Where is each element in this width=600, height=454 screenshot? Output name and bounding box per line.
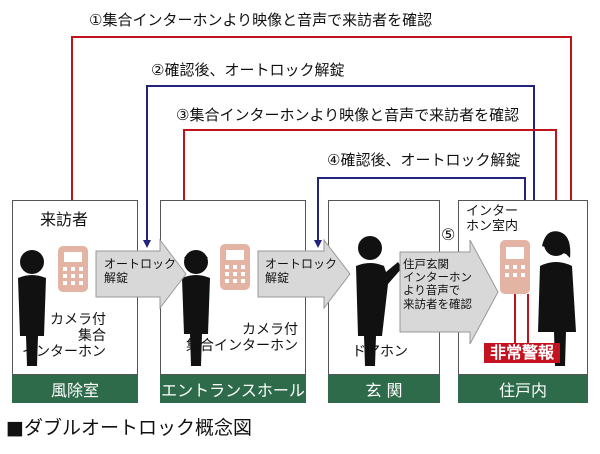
step1-label: ①集合インターホンより映像と音声で来訪者を確認 <box>86 11 436 30</box>
step3-line <box>183 129 560 226</box>
indoor-intercom-label: インター ホン室内 <box>466 204 519 234</box>
camera-intercom-1-label: カメラ付 集合 インターホン <box>22 312 106 361</box>
camera-intercom-2-label: カメラ付 集合インターホン <box>186 322 298 355</box>
step1-line <box>71 36 575 226</box>
zone-foyer: 風除室 <box>12 375 138 403</box>
autolock-1-label: オートロック 解錠 <box>104 257 177 285</box>
autolock-arrow-1 <box>95 238 187 310</box>
indoor-intercom-icon <box>500 240 530 344</box>
autolock-2-label: オートロック 解錠 <box>265 257 338 285</box>
diagram-caption: ■ダブルオートロック概念図 <box>6 417 252 439</box>
step2-line <box>143 85 535 250</box>
emergency-alarm-badge: 非常警報 <box>484 343 561 364</box>
step4-label: ④確認後、オートロック解錠 <box>324 151 524 170</box>
zone-unit-interior: 住戸内 <box>458 375 588 403</box>
visitor-front-door-icon <box>356 236 402 366</box>
zone-entrance-hall: エントランスホール <box>160 375 306 403</box>
visitor-label: 来訪者 <box>40 210 89 229</box>
intercom-panel-1-icon <box>58 246 88 292</box>
visitor-person-icon <box>18 250 46 366</box>
resident-person-hall-icon <box>182 250 210 366</box>
unit-intercom-arrow <box>399 239 499 345</box>
intercom-panel-2-icon <box>220 244 250 290</box>
zone-front-door: 玄 関 <box>328 375 440 403</box>
step2-label: ②確認後、オートロック解錠 <box>148 61 348 80</box>
unit-intercom-label: 住戸玄関 インターホン より音声で 来訪者を確認 <box>403 257 472 311</box>
resident-person-unit-icon <box>538 231 576 366</box>
step3-label: ③集合インターホンより映像と音声で来訪者を確認 <box>173 106 523 125</box>
door-phone-label: ドアホン <box>352 344 408 360</box>
step5-label: ⑤ <box>441 225 456 244</box>
autolock-arrow-2 <box>257 238 351 310</box>
